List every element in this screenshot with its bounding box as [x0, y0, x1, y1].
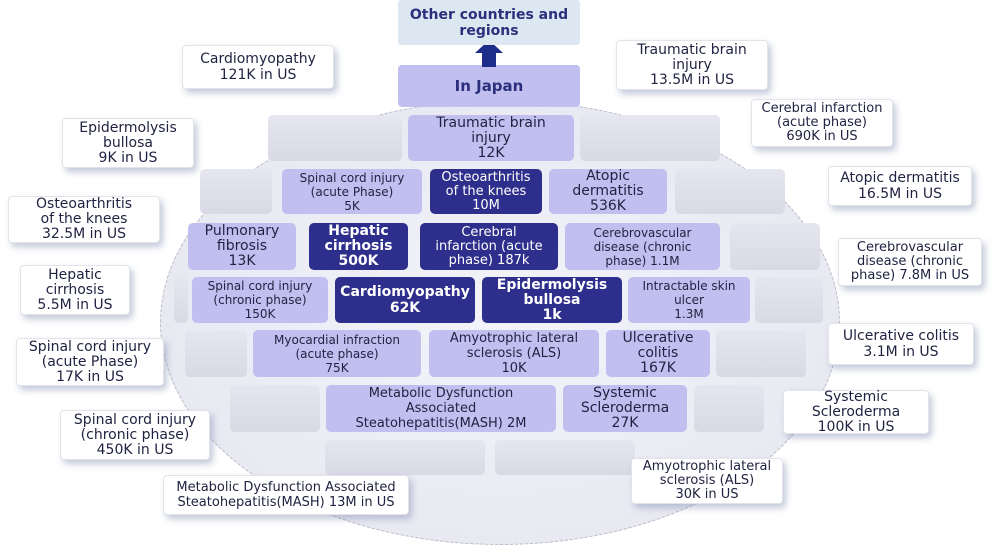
filler-brick [730, 223, 820, 270]
filler-brick [755, 277, 823, 323]
filler-brick [716, 330, 806, 377]
us-als: Amyotrophic lateral sclerosis (ALS) 30K … [631, 458, 783, 504]
japan-ulcerative-colitis: Ulcerative colitis 167K [606, 330, 710, 377]
filler-brick [174, 277, 188, 323]
japan-atopic-dermatitis: Atopic dermatitis 536K [549, 169, 667, 214]
us-cerebrovascular-disease-chronic: Cerebrovascular disease (chronic phase) … [838, 238, 982, 286]
filler-brick [185, 330, 247, 377]
up-arrow-icon [475, 40, 503, 67]
japan-osteoarthritis-knees: Osteoarthritis of the knees 10M [430, 169, 542, 214]
filler-brick [268, 115, 402, 161]
japan-cerebral-infarction-acute: Cerebral infarction (acute phase) 187k [420, 223, 558, 270]
japan-pulmonary-fibrosis: Pulmonary fibrosis 13K [188, 223, 296, 270]
us-traumatic-brain-injury: Traumatic brain injury 13.5M in US [616, 40, 768, 90]
filler-brick [694, 385, 764, 432]
filler-brick [580, 115, 720, 161]
japan-intractable-skin-ulcer: Intractable skin ulcer 1.3M [628, 277, 750, 323]
japan-spinal-cord-injury-chronic: Spinal cord injury (chronic phase) 150K [192, 277, 328, 323]
japan-traumatic-brain-injury: Traumatic brain injury 12K [408, 115, 574, 161]
japan-myocardial-infarction-acute: Myocardial infraction (acute phase) 75K [253, 330, 421, 377]
us-cerebral-infarction-acute: Cerebral infarction (acute phase) 690K i… [751, 99, 893, 147]
japan-cardiomyopathy: Cardiomyopathy 62K [335, 277, 475, 323]
japan-hepatic-cirrhosis: Hepatic cirrhosis 500K [309, 223, 408, 270]
us-hepatic-cirrhosis: Hepatic cirrhosis 5.5M in US [20, 265, 130, 315]
japan-cerebrovascular-disease-chronic: Cerebrovascular disease (chronic phase) … [565, 223, 720, 270]
japan-als: Amyotrophic lateral sclerosis (ALS) 10K [429, 330, 599, 377]
filler-brick [230, 385, 320, 432]
us-systemic-scleroderma: Systemic Scleroderma 100K in US [783, 389, 929, 434]
in-japan-label: In Japan [398, 65, 580, 107]
japan-mash: Metabolic Dysfunction Associated Steatoh… [326, 385, 556, 432]
us-mash: Metabolic Dysfunction Associated Steatoh… [163, 475, 409, 515]
japan-epidermolysis-bullosa: Epidermolysis bullosa 1k [482, 277, 622, 323]
us-cardiomyopathy: Cardiomyopathy 121K in US [182, 45, 334, 89]
other-countries-regions-label: Other countries and regions [398, 0, 580, 45]
us-epidermolysis-bullosa: Epidermolysis bullosa 9K in US [62, 118, 194, 168]
us-spinal-cord-injury-acute: Spinal cord injury (acute Phase) 17K in … [16, 338, 164, 386]
japan-spinal-cord-injury-acute: Spinal cord injury (acute Phase) 5K [282, 169, 422, 214]
filler-brick [325, 440, 485, 475]
filler-brick [675, 169, 785, 214]
japan-systemic-scleroderma: Systemic Scleroderma 27K [563, 385, 687, 432]
filler-brick [200, 169, 272, 214]
us-osteoarthritis-knees: Osteoarthritis of the knees 32.5M in US [8, 196, 160, 243]
filler-brick [495, 440, 635, 475]
us-spinal-cord-injury-chronic: Spinal cord injury (chronic phase) 450K … [60, 410, 210, 460]
us-atopic-dermatitis: Atopic dermatitis 16.5M in US [828, 166, 972, 206]
us-ulcerative-colitis: Ulcerative colitis 3.1M in US [828, 323, 974, 365]
